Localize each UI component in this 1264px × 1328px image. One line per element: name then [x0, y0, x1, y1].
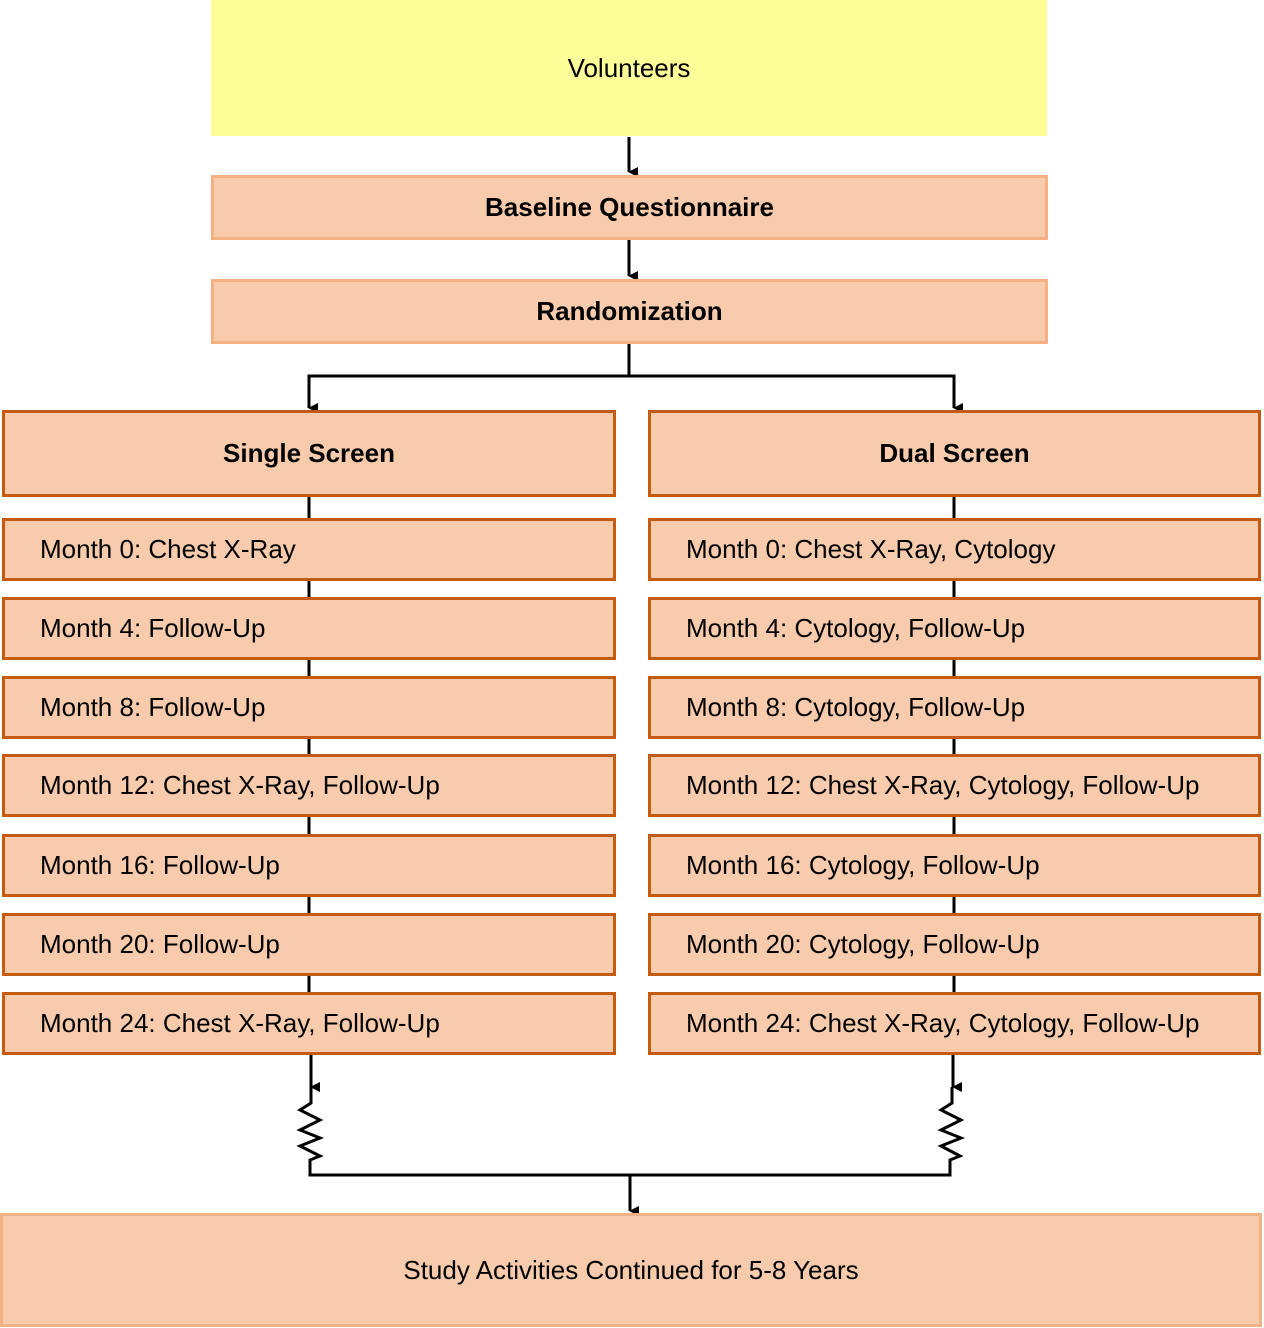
step-label: Month 4: Follow-Up	[40, 613, 266, 643]
step-label: Month 16: Follow-Up	[40, 850, 280, 880]
step-label: Month 12: Chest X-Ray, Follow-Up	[40, 770, 440, 800]
step-label: Month 20: Follow-Up	[40, 929, 280, 959]
dual-screen-title: Dual Screen	[879, 438, 1030, 468]
single-screen-step: Month 8: Follow-Up	[2, 676, 616, 739]
study-continued-label: Study Activities Continued for 5-8 Years	[403, 1254, 859, 1285]
baseline-questionnaire-box: Baseline Questionnaire	[211, 175, 1048, 240]
step-label: Month 24: Chest X-Ray, Cytology, Follow-…	[686, 1008, 1200, 1038]
dual-screen-step: Month 16: Cytology, Follow-Up	[648, 834, 1261, 897]
step-label: Month 16: Cytology, Follow-Up	[686, 850, 1040, 880]
step-label: Month 8: Follow-Up	[40, 692, 266, 722]
dual-screen-step: Month 4: Cytology, Follow-Up	[648, 597, 1261, 660]
step-label: Month 12: Chest X-Ray, Cytology, Follow-…	[686, 770, 1200, 800]
dual-screen-header: Dual Screen	[648, 410, 1261, 497]
single-screen-step: Month 4: Follow-Up	[2, 597, 616, 660]
study-continued-box: Study Activities Continued for 5-8 Years	[0, 1213, 1262, 1327]
dual-screen-step: Month 8: Cytology, Follow-Up	[648, 676, 1261, 739]
single-screen-step: Month 24: Chest X-Ray, Follow-Up	[2, 992, 616, 1055]
step-label: Month 24: Chest X-Ray, Follow-Up	[40, 1008, 440, 1038]
step-label: Month 8: Cytology, Follow-Up	[686, 692, 1026, 722]
dual-screen-step: Month 20: Cytology, Follow-Up	[648, 913, 1261, 976]
volunteers-box: Volunteers	[211, 0, 1047, 136]
single-screen-step: Month 12: Chest X-Ray, Follow-Up	[2, 754, 616, 817]
randomization-box: Randomization	[211, 279, 1048, 344]
single-screen-step: Month 16: Follow-Up	[2, 834, 616, 897]
dual-screen-step: Month 0: Chest X-Ray, Cytology	[648, 518, 1261, 581]
single-screen-step: Month 0: Chest X-Ray	[2, 518, 616, 581]
step-label: Month 0: Chest X-Ray	[40, 534, 296, 564]
step-label: Month 20: Cytology, Follow-Up	[686, 929, 1040, 959]
single-screen-title: Single Screen	[223, 438, 395, 468]
step-label: Month 4: Cytology, Follow-Up	[686, 613, 1026, 643]
single-screen-step: Month 20: Follow-Up	[2, 913, 616, 976]
dual-screen-step: Month 24: Chest X-Ray, Cytology, Follow-…	[648, 992, 1261, 1055]
dual-screen-step: Month 12: Chest X-Ray, Cytology, Follow-…	[648, 754, 1261, 817]
volunteers-label: Volunteers	[567, 52, 691, 83]
single-screen-header: Single Screen	[2, 410, 616, 497]
randomization-label: Randomization	[536, 296, 723, 326]
baseline-label: Baseline Questionnaire	[485, 192, 774, 222]
step-label: Month 0: Chest X-Ray, Cytology	[686, 534, 1056, 564]
